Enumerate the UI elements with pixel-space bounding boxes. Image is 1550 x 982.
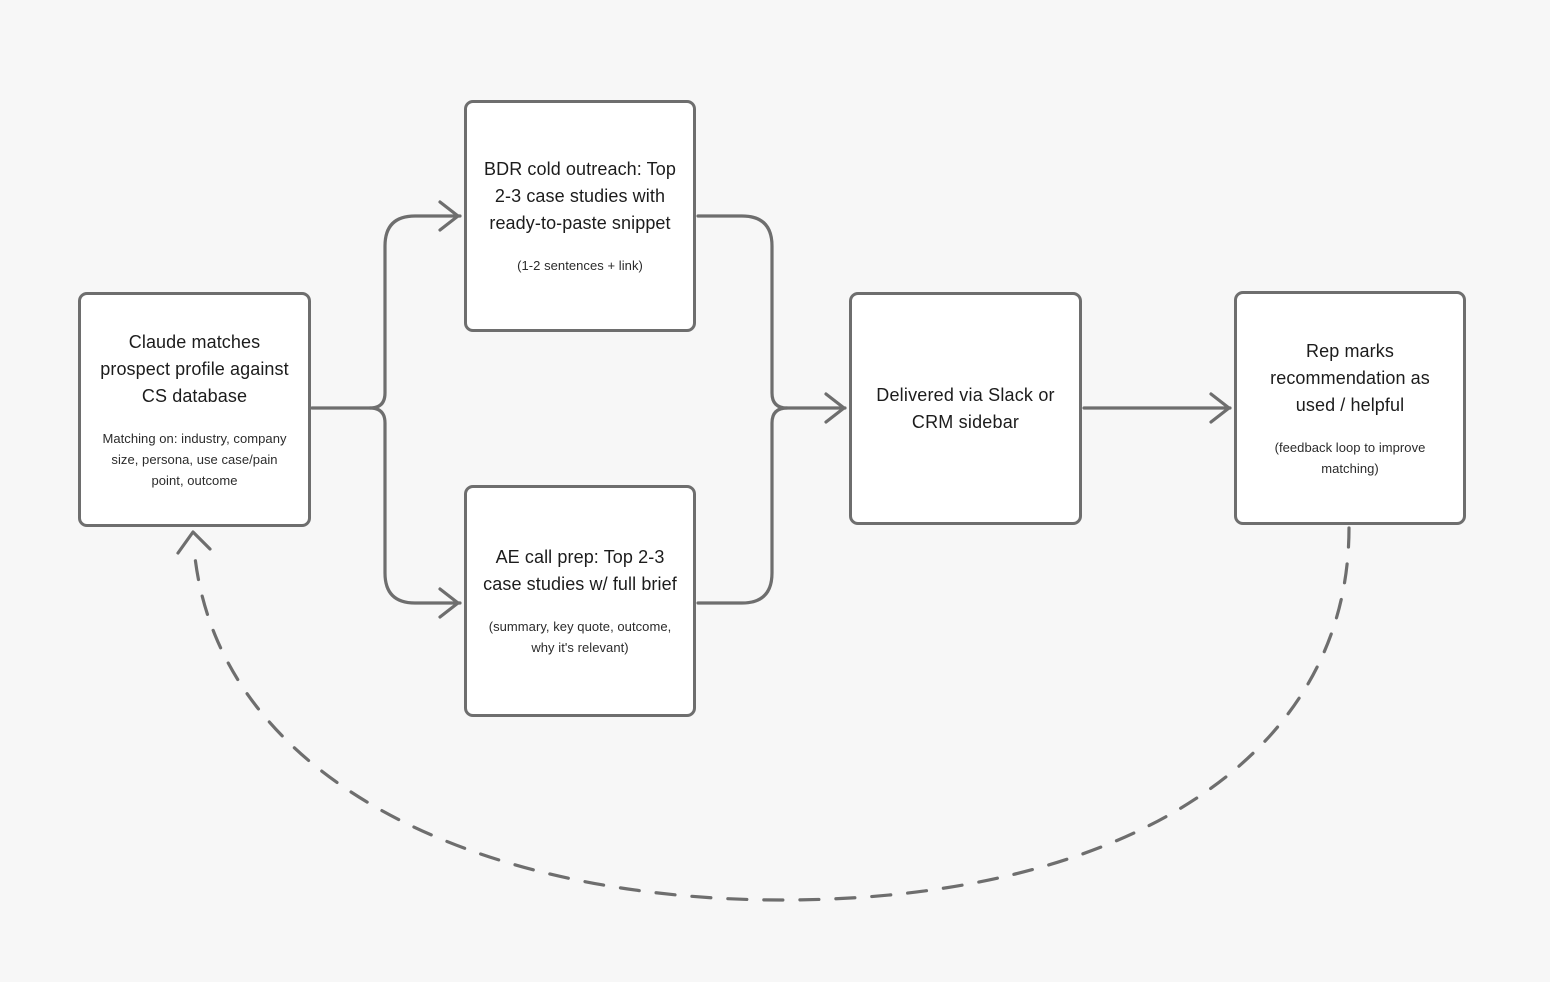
arrowhead-match-to-bdr xyxy=(438,200,460,232)
arrowhead-match-to-ae xyxy=(438,587,460,619)
edge-ae-to-delivered xyxy=(696,406,789,605)
node-title: Delivered via Slack or CRM sidebar xyxy=(876,384,1055,432)
arrowhead-rep-to-match xyxy=(176,530,212,555)
node-delivered-via-slack-or-crm[interactable]: Delivered via Slack or CRM sidebar xyxy=(849,292,1082,525)
node-subtitle: Matching on: industry, company size, per… xyxy=(102,430,287,488)
edge-match-to-bdr xyxy=(310,214,462,410)
edge-bdr-to-delivered xyxy=(696,214,847,410)
arrowhead-delivered-to-rep xyxy=(1209,392,1231,424)
node-subtitle: (summary, key quote, outcome, why it's r… xyxy=(488,619,672,655)
node-title: Rep marks recommendation as used / helpf… xyxy=(1270,340,1430,415)
node-rep-marks-recommendation[interactable]: Rep marks recommendation as used / helpf… xyxy=(1234,291,1466,525)
arrowhead-merge-to-delivered xyxy=(824,392,846,424)
node-claude-matches[interactable]: Claude matches prospect profile against … xyxy=(78,292,311,527)
node-bdr-cold-outreach[interactable]: BDR cold outreach: Top 2-3 case studies … xyxy=(464,100,696,332)
node-subtitle: (feedback loop to improve matching) xyxy=(1274,439,1426,476)
node-title: BDR cold outreach: Top 2-3 case studies … xyxy=(484,159,676,233)
node-ae-call-prep[interactable]: AE call prep: Top 2-3 case studies w/ fu… xyxy=(464,485,696,717)
edge-match-to-ae xyxy=(368,406,462,605)
edge-rep-to-match-dashed xyxy=(192,526,1351,902)
node-title: Claude matches prospect profile against … xyxy=(100,331,289,406)
node-title: AE call prep: Top 2-3 case studies w/ fu… xyxy=(483,547,677,594)
node-subtitle: (1-2 sentences + link) xyxy=(517,258,643,273)
